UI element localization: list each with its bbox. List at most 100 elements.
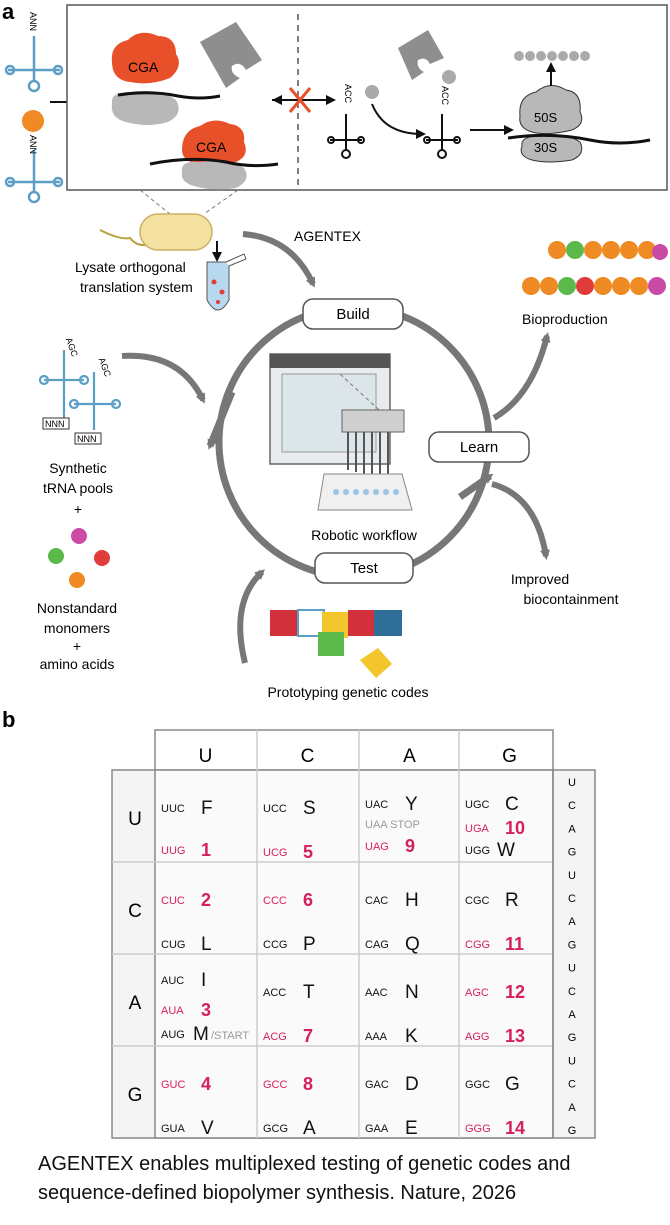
amino-acid-label: T <box>303 982 315 1003</box>
codon-label: UUG <box>161 845 185 857</box>
codon-label: GCC <box>263 1079 288 1091</box>
codon-assignment-number: 3 <box>201 1000 211 1020</box>
codon-label: CAC <box>365 895 388 907</box>
codon-label: GCG <box>263 1123 288 1135</box>
caption-line-2: sequence-defined biopolymer synthesis. N… <box>38 1182 517 1204</box>
codon-label: AGC <box>465 987 489 999</box>
amino-acid-label: N <box>405 982 419 1003</box>
codon-label: UGA <box>465 823 490 835</box>
codon-assignment-number: 2 <box>201 890 211 910</box>
codon-assignment-number: 10 <box>505 818 525 838</box>
start-codon-label: /START <box>211 1030 249 1042</box>
codon-label: CUC <box>161 895 185 907</box>
trna-anticodon-label: ANN <box>28 12 38 31</box>
third-base-label: A <box>568 1009 576 1021</box>
codon-label: AGG <box>465 1031 489 1043</box>
third-base-label: U <box>568 1055 576 1067</box>
column-header: G <box>502 746 517 767</box>
codon-assignment-number: 6 <box>303 890 313 910</box>
third-base-label: C <box>568 1079 576 1091</box>
codon-assignment-number: 12 <box>505 982 525 1002</box>
codon-label: AAC <box>365 987 388 999</box>
lysate-label: Lysate orthogonal <box>75 259 186 275</box>
codon-label: CGG <box>465 939 490 951</box>
plus-sign: + <box>73 638 81 654</box>
amino-acid-label: M <box>193 1024 209 1045</box>
test-box <box>314 552 414 584</box>
ribosome-50s-label: 50S <box>534 110 557 125</box>
magenta-monomer-icon <box>71 528 87 544</box>
amino-acid-label: C <box>505 794 519 815</box>
charging-arrow <box>371 103 426 139</box>
column-header: A <box>403 746 416 767</box>
third-base-label: C <box>568 800 576 812</box>
column-header: C <box>301 746 315 767</box>
test-label: Test <box>350 560 378 577</box>
codon-label: ACC <box>263 987 286 999</box>
amino-acid-label: P <box>303 934 316 955</box>
trna-icon-ann-top <box>4 36 64 93</box>
nnn-box <box>74 432 102 445</box>
codon-label: UAC <box>365 799 388 811</box>
row-header: C <box>128 901 142 922</box>
codon-label: UUC <box>161 803 185 815</box>
codon-assignment-number: 14 <box>505 1118 525 1138</box>
codon-label: AAA <box>365 1031 388 1043</box>
column-header: U <box>199 746 213 767</box>
codon-assignment-number: 4 <box>201 1074 211 1094</box>
third-base-label: A <box>568 916 576 928</box>
codon-table-header <box>154 729 554 771</box>
trna-icon-acc-free <box>327 114 365 159</box>
amino-acid-label: V <box>201 1118 214 1139</box>
third-base-label: U <box>568 870 576 882</box>
amino-acid-label: D <box>405 1074 419 1095</box>
improved-label: Improved <box>511 571 569 587</box>
third-base-label: G <box>568 1125 577 1137</box>
amino-acid-label: R <box>505 890 519 911</box>
codon-assignment-number: 7 <box>303 1026 313 1046</box>
liquid-handler-robot-icon <box>269 353 413 511</box>
trna-pool-agc-label: AGC <box>97 356 113 378</box>
amino-acid-label: S <box>303 798 316 819</box>
improved-label-2: biocontainment <box>524 591 619 607</box>
codon-cga-label: CGA <box>196 139 227 155</box>
gray-monomer-icon <box>365 85 379 99</box>
puzzle-piece-icon <box>200 22 262 88</box>
amino-acid-label: H <box>405 890 419 911</box>
nonstandard-label: Nonstandard <box>37 600 117 616</box>
amino-acid-label: W <box>497 840 515 861</box>
lysate-tube-icon <box>206 253 247 311</box>
codon-label: AUA <box>161 1005 184 1017</box>
amino-acid-label: Q <box>405 934 420 955</box>
lysate-label-2: translation system <box>80 279 193 295</box>
arrow-to-cycle <box>242 231 316 288</box>
trna-pool-icon <box>38 350 122 430</box>
codon-assignment-number: 9 <box>405 836 415 856</box>
amino-acid-label: I <box>201 970 206 991</box>
biopolymer-chain-icon <box>522 241 668 295</box>
agentex-label: AGENTEX <box>294 228 362 244</box>
codon-label: GGG <box>465 1123 491 1135</box>
ribosome-cga-bottom: CGA <box>149 120 279 190</box>
amino-acid-label: Y <box>405 794 418 815</box>
genetic-code-puzzle-icon <box>270 609 402 678</box>
codon-label: UGC <box>465 799 490 811</box>
bioproduction-label: Bioproduction <box>522 311 608 327</box>
synthetic-label: Synthetic <box>49 460 107 476</box>
third-base-label: A <box>568 1102 576 1114</box>
third-base-label: A <box>568 823 576 835</box>
codon-label: CGC <box>465 895 490 907</box>
third-base-label: U <box>568 777 576 789</box>
codon-label: CCC <box>263 895 287 907</box>
row-header: U <box>128 809 142 830</box>
codon-label: UAG <box>365 841 389 853</box>
trna-anticodon-label: ANN <box>28 135 38 154</box>
gray-monomer-icon <box>442 70 456 84</box>
codon-label: GAC <box>365 1079 389 1091</box>
caption-line-1: AGENTEX enables multiplexed testing of g… <box>38 1153 571 1175</box>
bacterium-icon <box>99 213 213 251</box>
codon-label: GAA <box>365 1123 389 1135</box>
codon-label: AUC <box>161 975 184 987</box>
row-header: G <box>128 1085 143 1106</box>
codon-assignment-number: 1 <box>201 840 211 860</box>
